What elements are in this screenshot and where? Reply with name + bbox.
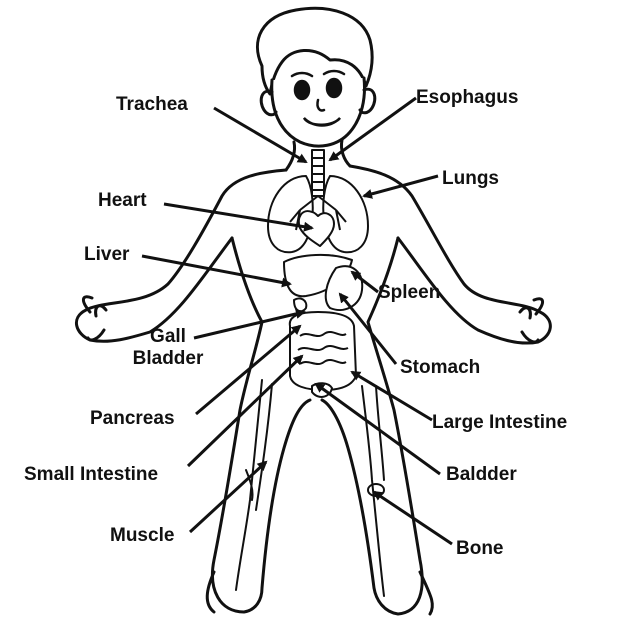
- label-heart: Heart: [98, 190, 147, 212]
- bone-pointer: [374, 492, 452, 544]
- left-eye: [295, 81, 309, 99]
- label-liver: Liver: [84, 244, 129, 266]
- label-small-intestine: Small Intestine: [24, 464, 158, 486]
- left-foot: [207, 572, 214, 612]
- gall-bladder-organ: [294, 298, 306, 311]
- label-lungs: Lungs: [442, 168, 499, 190]
- label-stomach: Stomach: [400, 357, 480, 379]
- label-baldder: Baldder: [446, 464, 517, 486]
- label-bone: Bone: [456, 538, 504, 560]
- face-outline: [272, 78, 365, 146]
- label-trachea: Trachea: [116, 94, 188, 116]
- baldder-pointer: [316, 384, 440, 474]
- label-spleen: Spleen: [378, 282, 440, 304]
- right-eyebrow: [324, 71, 344, 74]
- muscle-pointer: [190, 462, 266, 532]
- label-large-intestine: Large Intestine: [432, 412, 567, 434]
- left-eyebrow: [292, 73, 312, 76]
- lungs-pointer: [364, 176, 438, 196]
- neck-right: [341, 140, 350, 166]
- label-gall-bladder: Gall Bladder: [118, 326, 218, 370]
- right-leg-bone: [362, 386, 384, 596]
- right-eye: [327, 79, 341, 97]
- label-bladder: Bladder: [118, 348, 218, 370]
- label-gall: Gall: [118, 326, 218, 348]
- left-hand: [83, 297, 106, 340]
- label-esophagus: Esophagus: [416, 87, 518, 109]
- large-intestine-organ: [290, 312, 356, 390]
- label-muscle: Muscle: [110, 525, 174, 547]
- label-pancreas: Pancreas: [90, 408, 175, 430]
